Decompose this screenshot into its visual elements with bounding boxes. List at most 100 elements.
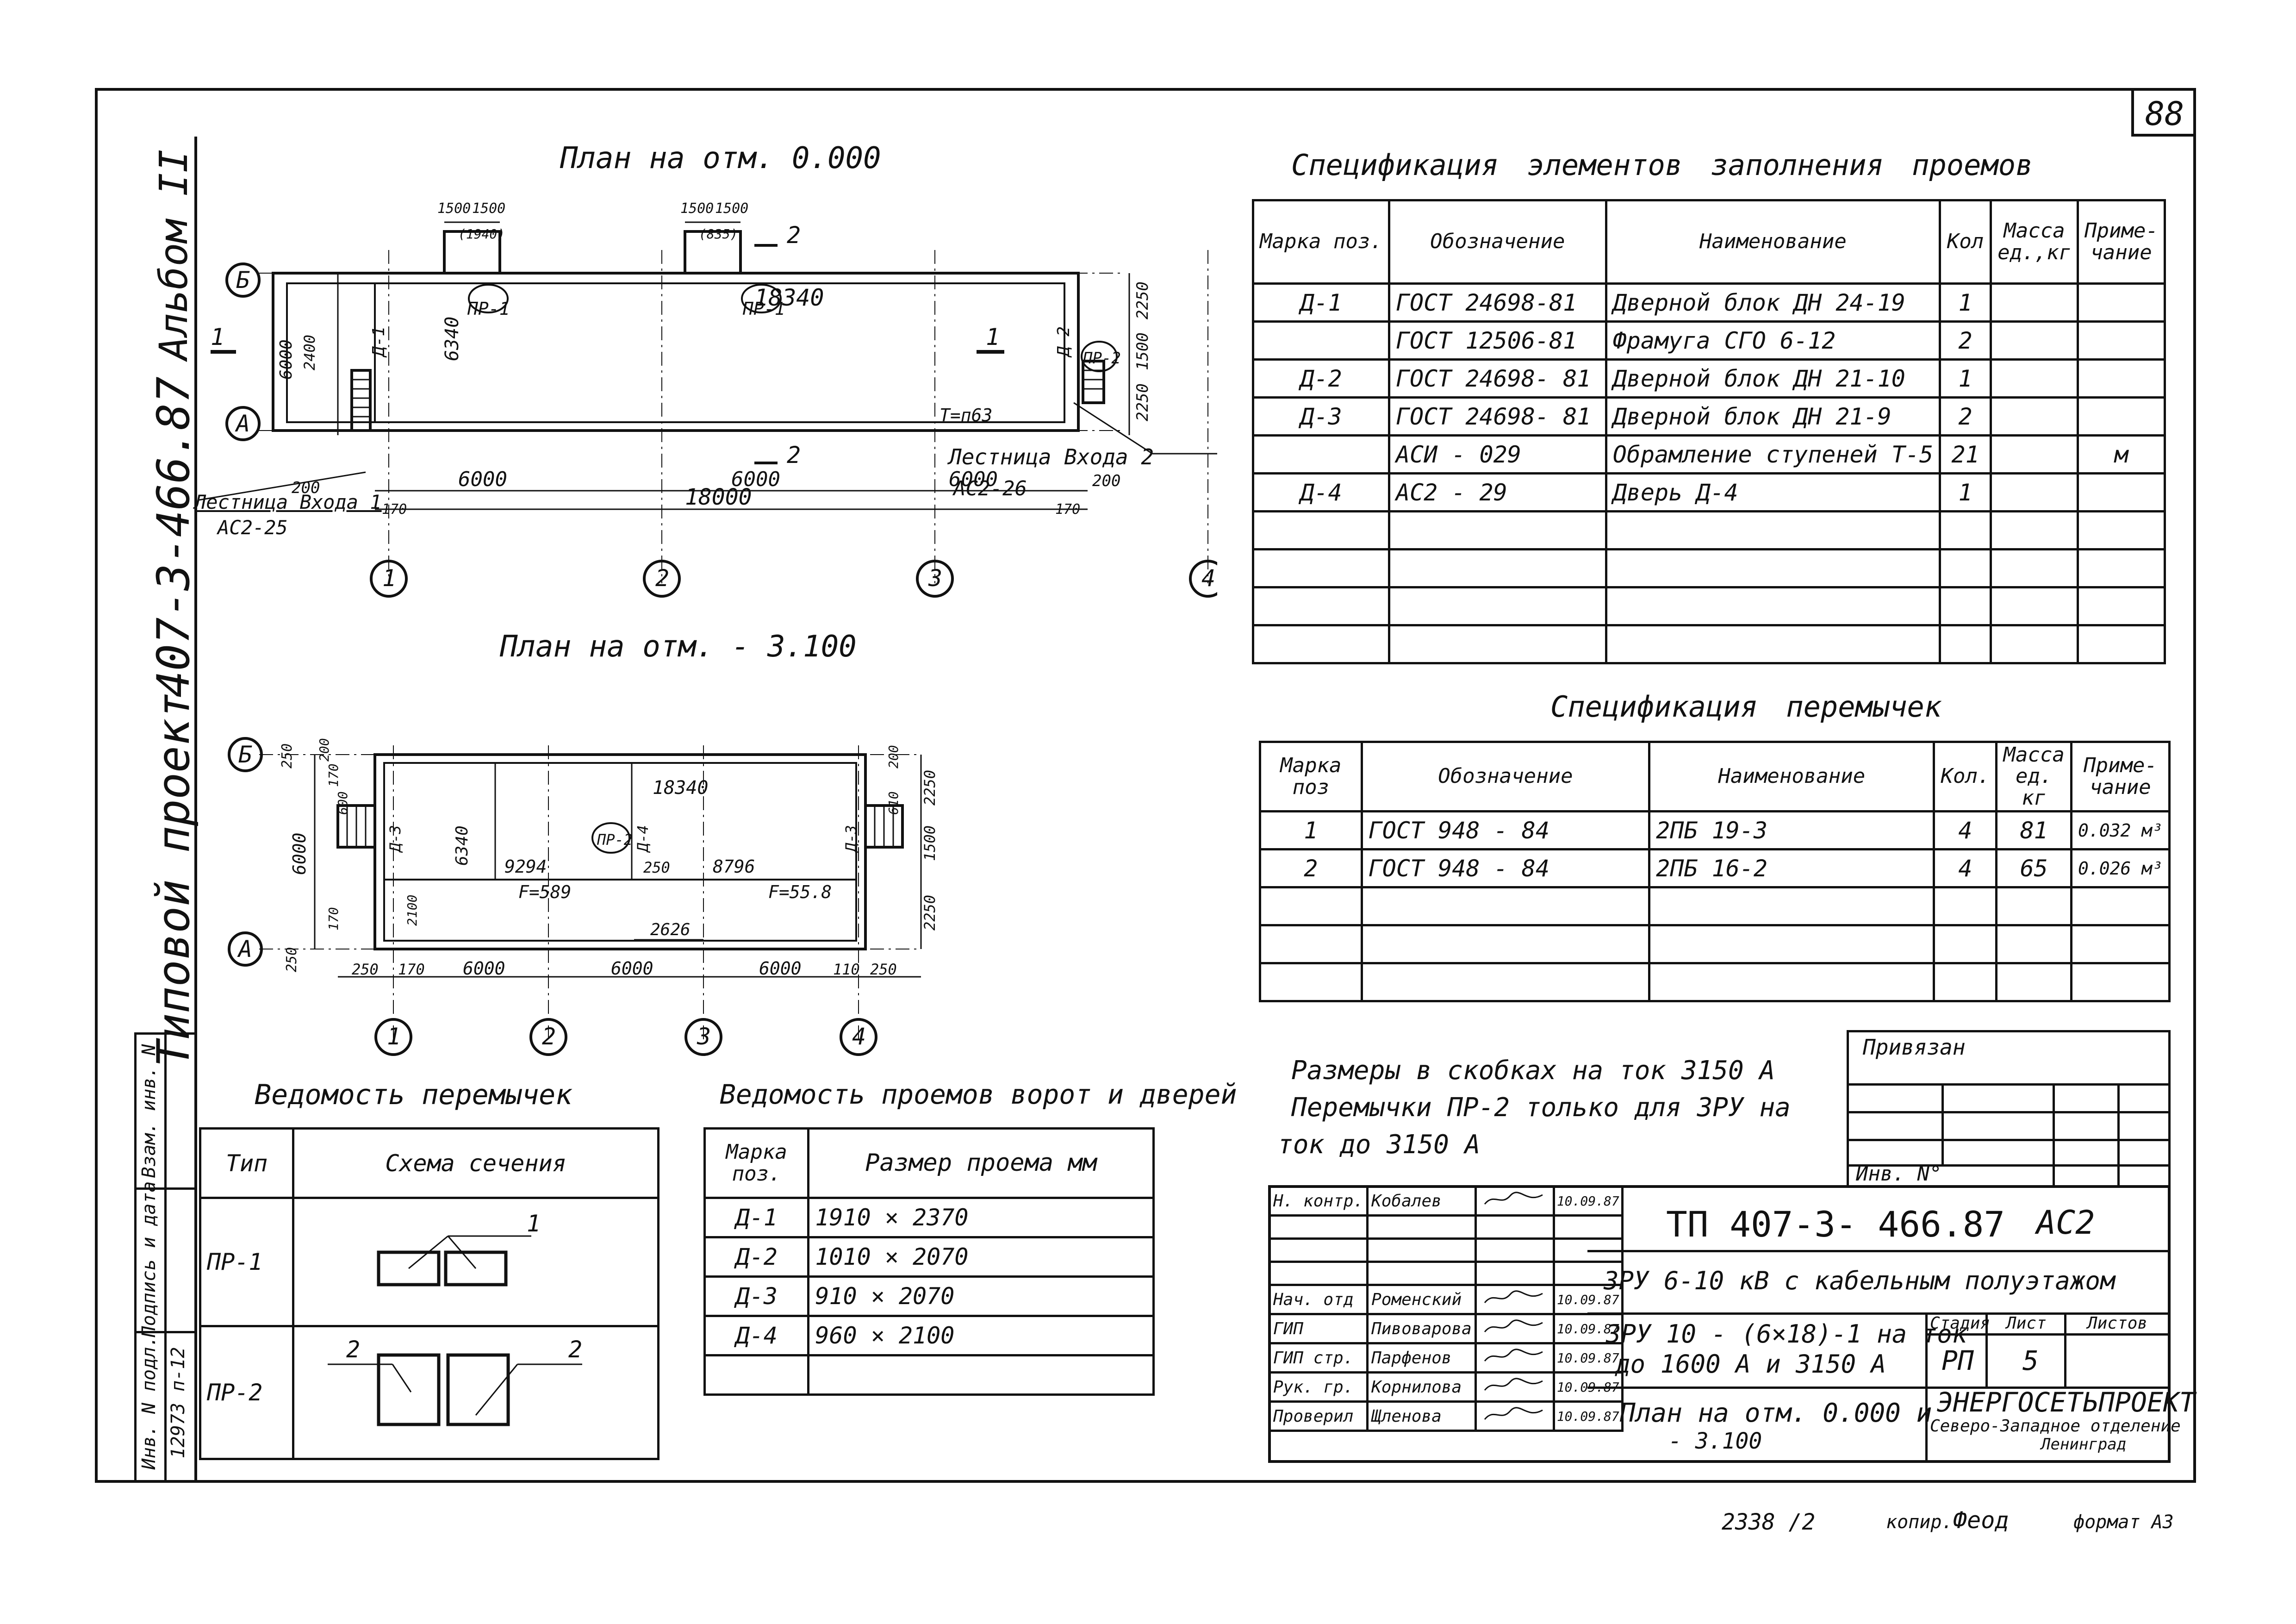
- spec-fill-row-cell: [1388, 510, 1607, 550]
- spec-fill-row-cell: [2077, 586, 2166, 626]
- signature-mark: [1474, 1185, 1555, 1217]
- spec-fill-row-cell: [1990, 624, 2079, 664]
- signature-date: 10.09.87: [1552, 1342, 1624, 1374]
- lintel-scheme-2-callout-b: 2: [568, 1336, 582, 1363]
- top-dim-1500d: 1500: [715, 200, 748, 217]
- signature-name: Пивоварова: [1366, 1313, 1477, 1344]
- top-lintel-2: ПР-1: [742, 299, 785, 319]
- openings-row-cell: Д-2: [703, 1236, 810, 1278]
- signature-mark: [1474, 1313, 1555, 1344]
- spec-fill-row-cell: [1252, 434, 1390, 475]
- openings-h-mark: Марка поз.: [703, 1127, 810, 1199]
- spec-lintel-row-cell: 4: [1933, 810, 1998, 850]
- spec-fill-row-cell: 21: [1939, 434, 1992, 475]
- spec-fill-row-cell: ГОСТ 12506-81: [1388, 320, 1607, 361]
- sheets-label: Листов: [2087, 1314, 2148, 1333]
- spec-fill-row: [1252, 510, 2166, 550]
- spec-fill-h-mass: Масса ед.,кг: [1990, 199, 2079, 285]
- signature-name: Корнилова: [1366, 1371, 1477, 1403]
- signature-role: [1268, 1237, 1369, 1263]
- top-axis-a: А: [235, 410, 250, 437]
- lintel-list-type-2: ПР-2: [199, 1325, 294, 1460]
- left-margin-line: [194, 137, 197, 1483]
- lintel-scheme-1-callout: 1: [527, 1210, 541, 1237]
- bottom-left-170b: 170: [326, 907, 341, 931]
- stair1-label: Лестница Входа 1: [194, 491, 382, 513]
- top-axis-2: 2: [655, 565, 669, 592]
- left-stamp: [134, 1032, 197, 1483]
- spec-lintel-row: [1259, 924, 2171, 964]
- spec-lintel-h-qty: Кол.: [1933, 741, 1998, 812]
- object-name: ЗРУ 6-10 кВ с кабельным полуэтажом: [1604, 1266, 2116, 1295]
- spec-fill-row-cell: 1: [1939, 472, 1992, 512]
- top-axis-3: 3: [928, 565, 942, 592]
- spec-fill-row-cell: [1990, 358, 2079, 399]
- spec-lintel-row-cell: [1360, 886, 1651, 926]
- plan-bottom-title: План на отм. - 3.100: [500, 630, 857, 664]
- signature-name: [1366, 1214, 1477, 1240]
- spec-fill-row-cell: АС2 - 29: [1388, 472, 1607, 512]
- note-line-3: ток до 3150 А: [1277, 1130, 1481, 1160]
- bottom-lintel: ПР-2: [597, 831, 633, 849]
- bottom-left-250a: 250: [279, 743, 295, 768]
- spec-fill-row-cell: [2077, 472, 2166, 512]
- bottom-left-600: 600: [335, 791, 350, 815]
- top-door-2: Д-2: [1054, 326, 1073, 358]
- top-right-dim-1: 2250: [1133, 281, 1152, 319]
- tb-line-1: [1587, 1250, 2171, 1252]
- spec-fill-h-name: Наименование: [1605, 199, 1941, 285]
- page-number-box: [2131, 88, 2196, 137]
- spec-fill-row-cell: [1939, 510, 1992, 550]
- lintel-scheme-2: 2 2: [328, 1336, 582, 1426]
- spec-lintel-row-cell: [1995, 962, 2072, 1002]
- sheet-value: 5: [2022, 1345, 2039, 1376]
- top-span-1: 6000: [458, 468, 507, 491]
- spec-fill-row-cell: [1990, 586, 2079, 626]
- spec-fill-row-cell: [1939, 586, 1992, 626]
- spec-fill-h-qty: Кол: [1939, 199, 1992, 285]
- spec-lintel-row-cell: [2070, 962, 2171, 1002]
- spec-fill-row-cell: Дверь Д-4: [1605, 472, 1941, 512]
- spec-fill-row-cell: [1605, 548, 1941, 588]
- bottom-door-3b: Д-3: [842, 825, 860, 853]
- spec-lintel-row-cell: [1648, 886, 1935, 926]
- top-left-6000: 6000: [277, 339, 296, 380]
- org-name: ЭНЕРГОСЕТЬПРОЕКТ: [1937, 1387, 2196, 1418]
- spec-fill-h-code: Обозначение: [1388, 199, 1607, 285]
- spec-lintel-row-cell: [1933, 886, 1998, 926]
- stamp-inv: Инв. N подл.: [138, 1336, 160, 1470]
- spec-lintel-row-cell: 1: [1259, 810, 1363, 850]
- spec-lintel-row-cell: [1360, 962, 1651, 1002]
- spec-fill-row: [1252, 624, 2166, 664]
- spec-fill-row-cell: ГОСТ 24698- 81: [1388, 358, 1607, 399]
- spec-fill-row-cell: [2077, 396, 2166, 437]
- bottom-mid-dim: 2626: [650, 920, 691, 939]
- spec-fill-row-cell: [1990, 396, 2079, 437]
- tb-stage-grid: [1925, 1312, 2171, 1387]
- bottom-seg-1: 9294: [504, 856, 547, 877]
- top-dim-1500b: 1500: [472, 200, 505, 217]
- openings-row-cell: Д-1: [703, 1197, 810, 1238]
- spec-lintel-row-cell: 2ПБ 16-2: [1648, 848, 1935, 888]
- subtitle-1: ЗРУ 10 - (6×18)-1 на ток: [1606, 1319, 1967, 1349]
- top-section-2a: 2: [787, 222, 801, 249]
- top-section-2b: 2: [787, 442, 801, 468]
- top-small-dim-4: 170: [1055, 501, 1080, 518]
- signature-name: Щленова: [1366, 1400, 1477, 1432]
- signature-role: Н. контр.: [1268, 1185, 1369, 1217]
- bottom-right-200: 200: [886, 745, 901, 768]
- spec-fill-table: Марка поз. Обозначение Наименование Кол …: [1252, 199, 2166, 664]
- org-sub-2: Ленинград: [2041, 1435, 2127, 1454]
- spec-fill-row-cell: Дверной блок ДН 24-19: [1605, 282, 1941, 323]
- bottom-right-1500: 1500: [921, 825, 939, 861]
- privyazan-title: Привязан: [1863, 1035, 1966, 1060]
- privyazan-inv: Инв. N°: [1856, 1162, 1942, 1186]
- plan-top-title: План на отм. 0.000: [560, 141, 881, 175]
- top-width-dim: 6340: [442, 317, 463, 361]
- openings-row-cell: Д-4: [703, 1315, 810, 1356]
- spec-fill-row-cell: [1990, 282, 2079, 323]
